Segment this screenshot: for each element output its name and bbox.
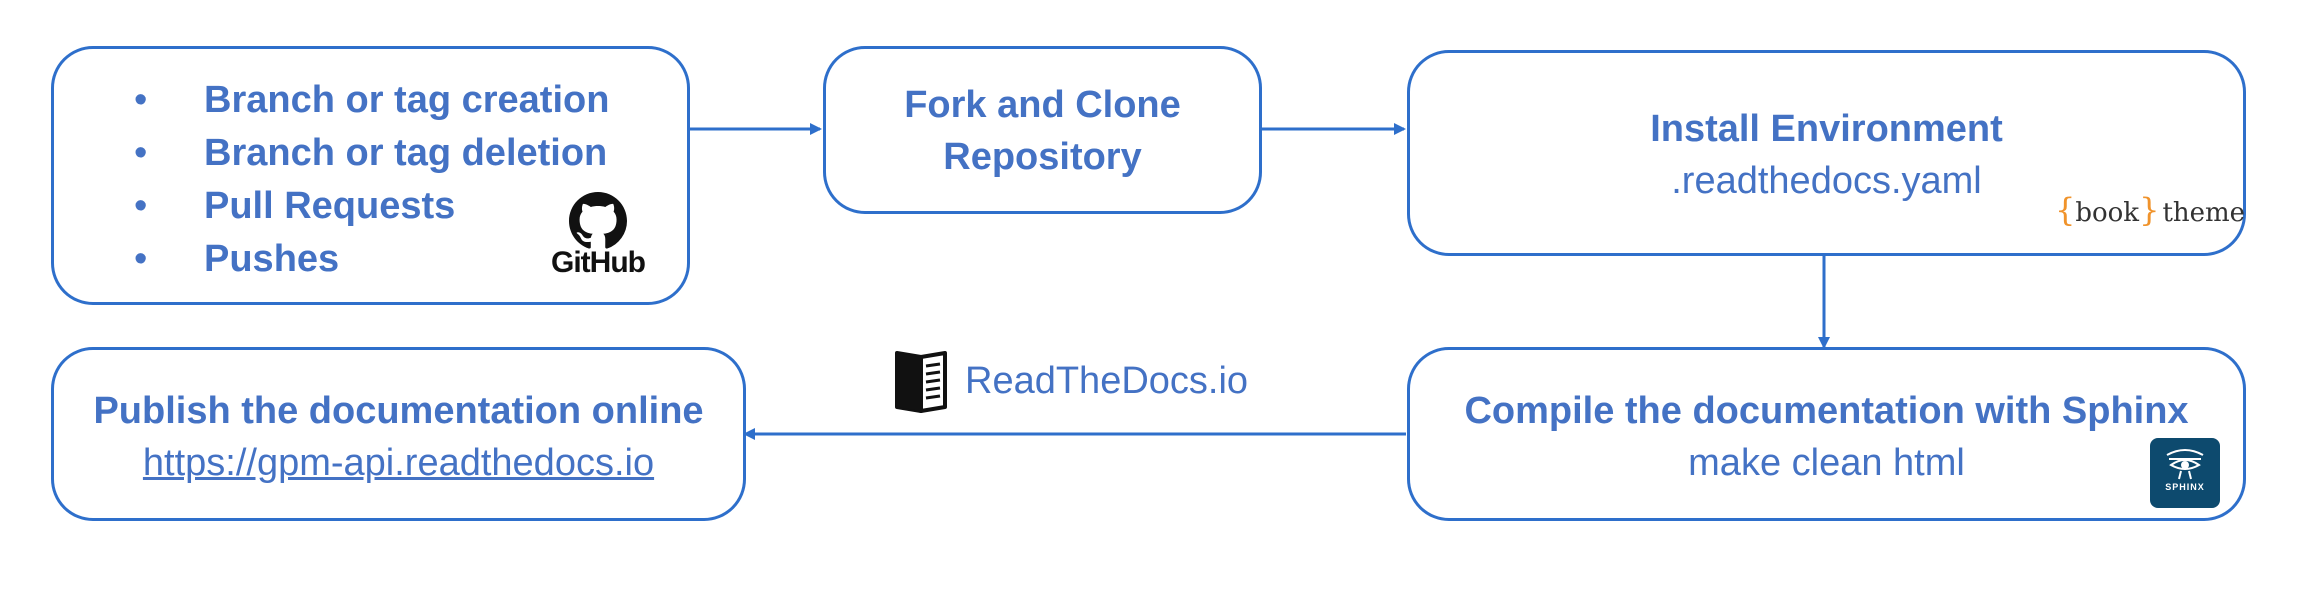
book-word: book	[2075, 198, 2140, 228]
readthedocs-book-icon	[895, 351, 947, 413]
github-logo-text: GitHub	[551, 246, 646, 279]
publish-url-link[interactable]: https://gpm-api.readthedocs.io	[142, 442, 655, 484]
sphinx-logo-text: SPHINX	[2165, 482, 2205, 492]
publish-title: Publish the documentation online	[93, 390, 704, 432]
github-octocat-icon	[569, 192, 627, 249]
publish-box: Publish the documentation online https:/…	[51, 347, 746, 521]
trigger-item: Pull Requests	[109, 180, 609, 233]
install-title: Install Environment	[1650, 108, 2003, 150]
theme-word: theme	[2162, 198, 2246, 228]
install-box: Install Environment .readthedocs.yaml {b…	[1407, 50, 2246, 256]
brace-close: }	[2139, 191, 2160, 229]
trigger-item: Branch or tag creation	[109, 74, 609, 127]
fork-title-line2: Repository	[943, 136, 1142, 178]
fork-box: Fork and Clone Repository	[823, 46, 1262, 214]
install-config-file: .readthedocs.yaml	[1671, 160, 1982, 202]
compile-command: make clean html	[1688, 442, 1965, 484]
sphinx-logo: SPHINX	[2150, 438, 2220, 508]
sphinx-eye-icon	[2166, 449, 2204, 480]
trigger-list: Branch or tag creation Branch or tag del…	[109, 74, 609, 286]
brace-open: {	[2055, 191, 2076, 229]
github-logo: GitHub	[548, 192, 648, 280]
readthedocs-text: ReadTheDocs.io	[965, 359, 1249, 402]
compile-title: Compile the documentation with Sphinx	[1464, 390, 2189, 432]
fork-title-line1: Fork and Clone	[904, 84, 1181, 126]
compile-box: Compile the documentation with Sphinx ma…	[1407, 347, 2246, 521]
trigger-item: Branch or tag deletion	[109, 127, 609, 180]
triggers-box: Branch or tag creation Branch or tag del…	[51, 46, 690, 305]
book-theme-logo: {book}theme	[2055, 191, 2245, 229]
readthedocs-label: ReadTheDocs.io	[893, 347, 1248, 415]
trigger-item: Pushes	[109, 233, 609, 286]
